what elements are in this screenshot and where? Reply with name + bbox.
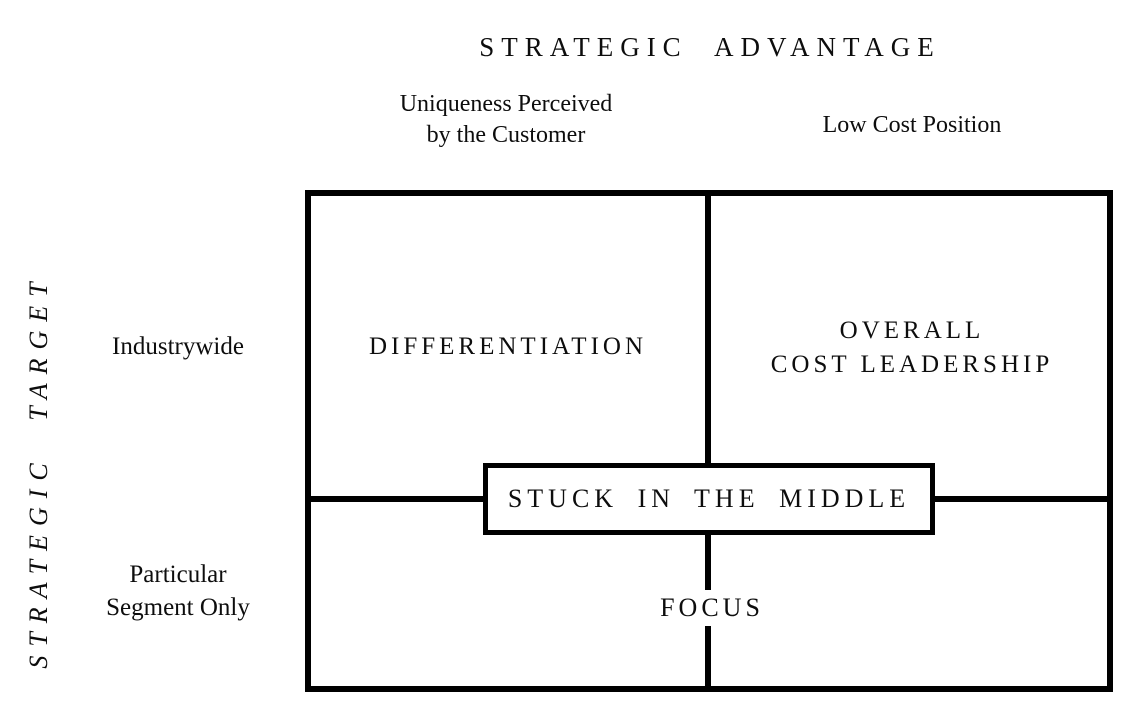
column-label-uniqueness: Uniqueness Perceived by the Customer <box>399 91 613 148</box>
x-axis-title: STRATEGIC ADVANTAGE <box>479 32 941 62</box>
column-label-low-cost: Low Cost Position <box>822 112 1002 138</box>
vertical-divider-line <box>705 190 711 692</box>
stuck-in-the-middle-label: STUCK IN THE MIDDLE <box>507 484 911 513</box>
stuck-in-the-middle-box: STUCK IN THE MIDDLE <box>483 463 935 535</box>
quadrant-overall-cost-leadership: OVERALL COST LEADERSHIP <box>770 317 1054 378</box>
y-axis-title: STRATEGIC TARGET <box>24 273 53 669</box>
row-label-particular-segment: Particular Segment Only <box>106 561 250 621</box>
quadrant-differentiation: DIFFERENTIATION <box>368 333 648 360</box>
quadrant-focus: FOCUS <box>648 590 776 626</box>
row-label-industrywide: Industrywide <box>112 333 244 360</box>
